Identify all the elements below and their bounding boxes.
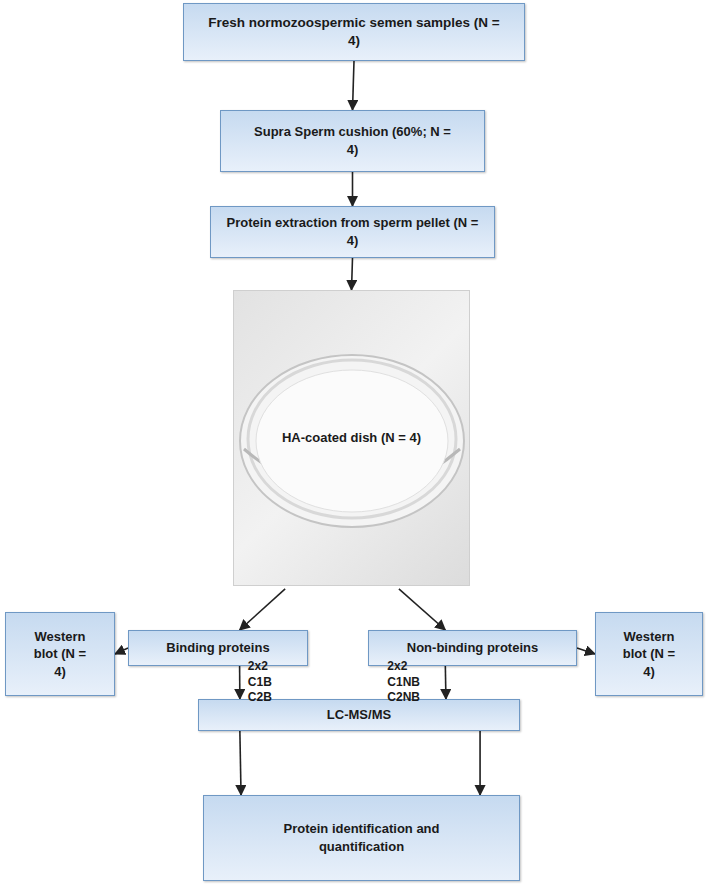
arrow-connector: [445, 666, 447, 699]
arrow-connector: [240, 589, 286, 630]
arrow-connector: [115, 648, 128, 654]
node-text: LC-MS/MS: [327, 706, 391, 724]
node-text: Western blot (N = 4): [616, 628, 682, 681]
arrow-connector: [352, 172, 354, 206]
arrow-connector: [353, 61, 355, 110]
arrow-connector: [577, 648, 595, 654]
process-box: Protein extraction from sperm pellet (N …: [210, 206, 495, 258]
arrow-connector: [399, 589, 445, 630]
node-text: Protein identification and quantificatio…: [252, 820, 472, 855]
node-text: Western blot (N = 4): [27, 628, 93, 681]
arrow-connector: [352, 258, 353, 290]
process-box: Western blot (N = 4): [5, 612, 115, 696]
node-text: Fresh normozoospermic semen samples (N =…: [204, 14, 504, 50]
process-box: Protein identification and quantificatio…: [203, 795, 520, 881]
photo-panel: HA-coated dish (N = 4): [233, 290, 470, 586]
process-box: Supra Sperm cushion (60%; N = 4): [220, 110, 485, 172]
node-text: Binding proteins: [166, 639, 269, 657]
node-text: HA-coated dish (N = 4): [282, 429, 421, 447]
process-box: Binding proteins: [128, 630, 308, 666]
edge-label: 2x2 C1NB C2NB: [387, 659, 431, 706]
arrow-connector: [239, 666, 241, 699]
arrow-connector: [240, 731, 241, 795]
arrow-connector: [479, 731, 481, 795]
edge-label: 2x2 C1B C2B: [248, 659, 292, 706]
process-box: Fresh normozoospermic semen samples (N =…: [183, 3, 525, 61]
node-text: Non-binding proteins: [407, 639, 538, 657]
process-box: Western blot (N = 4): [595, 612, 703, 696]
node-text: Protein extraction from sperm pellet (N …: [223, 214, 483, 249]
process-box: LC-MS/MS: [198, 699, 520, 731]
node-text: Supra Sperm cushion (60%; N = 4): [253, 123, 453, 158]
